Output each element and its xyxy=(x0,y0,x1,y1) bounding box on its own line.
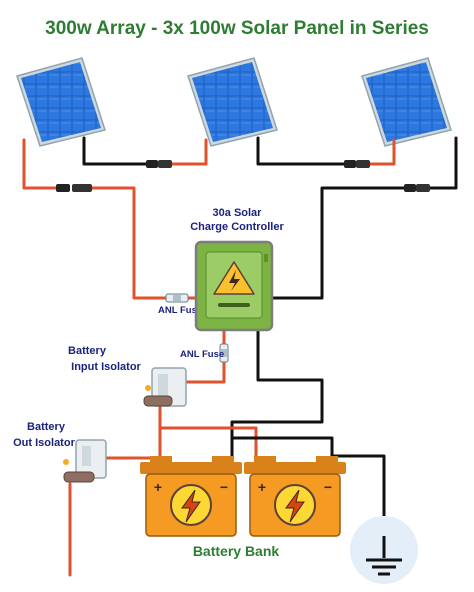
solar-panel-2-icon xyxy=(187,57,278,147)
positive-wire-array xyxy=(22,138,58,190)
charge-controller-label-line1: 30a Solar xyxy=(213,207,263,219)
battery-1 xyxy=(140,456,242,537)
battery-2-negative-terminal: − xyxy=(324,479,332,495)
positive-wire-array-2 xyxy=(90,186,168,300)
negative-wire-array-2 xyxy=(270,186,406,300)
battery-parallel-positive xyxy=(158,426,258,464)
battery-bank-label: Battery Bank xyxy=(193,543,280,559)
anl-fuse-array-label: ANL Fuse xyxy=(158,305,202,316)
ground-symbol-icon xyxy=(350,516,418,584)
series-wire-1b xyxy=(170,138,208,166)
solar-panel-3-icon xyxy=(361,57,452,147)
series-wire-2b xyxy=(368,138,396,166)
charge-controller xyxy=(194,240,274,332)
lightning-bolt-icon xyxy=(213,261,255,295)
battery-out-isolator-label-line2: Out Isolator xyxy=(13,437,75,449)
anl-fuse-battery-label: ANL Fuse xyxy=(180,349,224,360)
series-wire-2 xyxy=(256,136,346,166)
anl-fuse-battery-icon xyxy=(219,343,229,363)
battery-parallel-negative xyxy=(230,436,334,464)
lightning-bolt-icon xyxy=(274,484,316,526)
solar-panel-1-icon xyxy=(16,57,106,147)
battery-out-isolator-switch-icon[interactable] xyxy=(63,439,107,483)
mc4-connector-icon xyxy=(56,160,430,192)
battery-1-positive-terminal: + xyxy=(154,479,162,495)
charge-controller-label-line2: Charge Controller xyxy=(190,221,284,233)
controller-positive-out-2 xyxy=(182,360,226,384)
battery-2 xyxy=(244,456,346,537)
battery-input-isolator-label-line2: Input Isolator xyxy=(71,361,141,373)
negative-wire-array xyxy=(428,136,458,190)
battery-2-positive-terminal: + xyxy=(258,479,266,495)
battery-input-isolator-switch-icon[interactable] xyxy=(143,367,187,407)
battery-out-isolator-label-line1: Battery xyxy=(27,421,66,433)
controller-negative-out xyxy=(230,328,324,464)
battery-1-negative-terminal: − xyxy=(220,479,228,495)
anl-fuse-array-icon xyxy=(165,293,189,303)
diagram-title: 300w Array - 3x 100w Solar Panel in Seri… xyxy=(45,18,429,39)
lightning-bolt-icon xyxy=(170,484,212,526)
battery-input-isolator-label-line1: Battery xyxy=(68,345,107,357)
series-wire-1 xyxy=(82,136,148,166)
